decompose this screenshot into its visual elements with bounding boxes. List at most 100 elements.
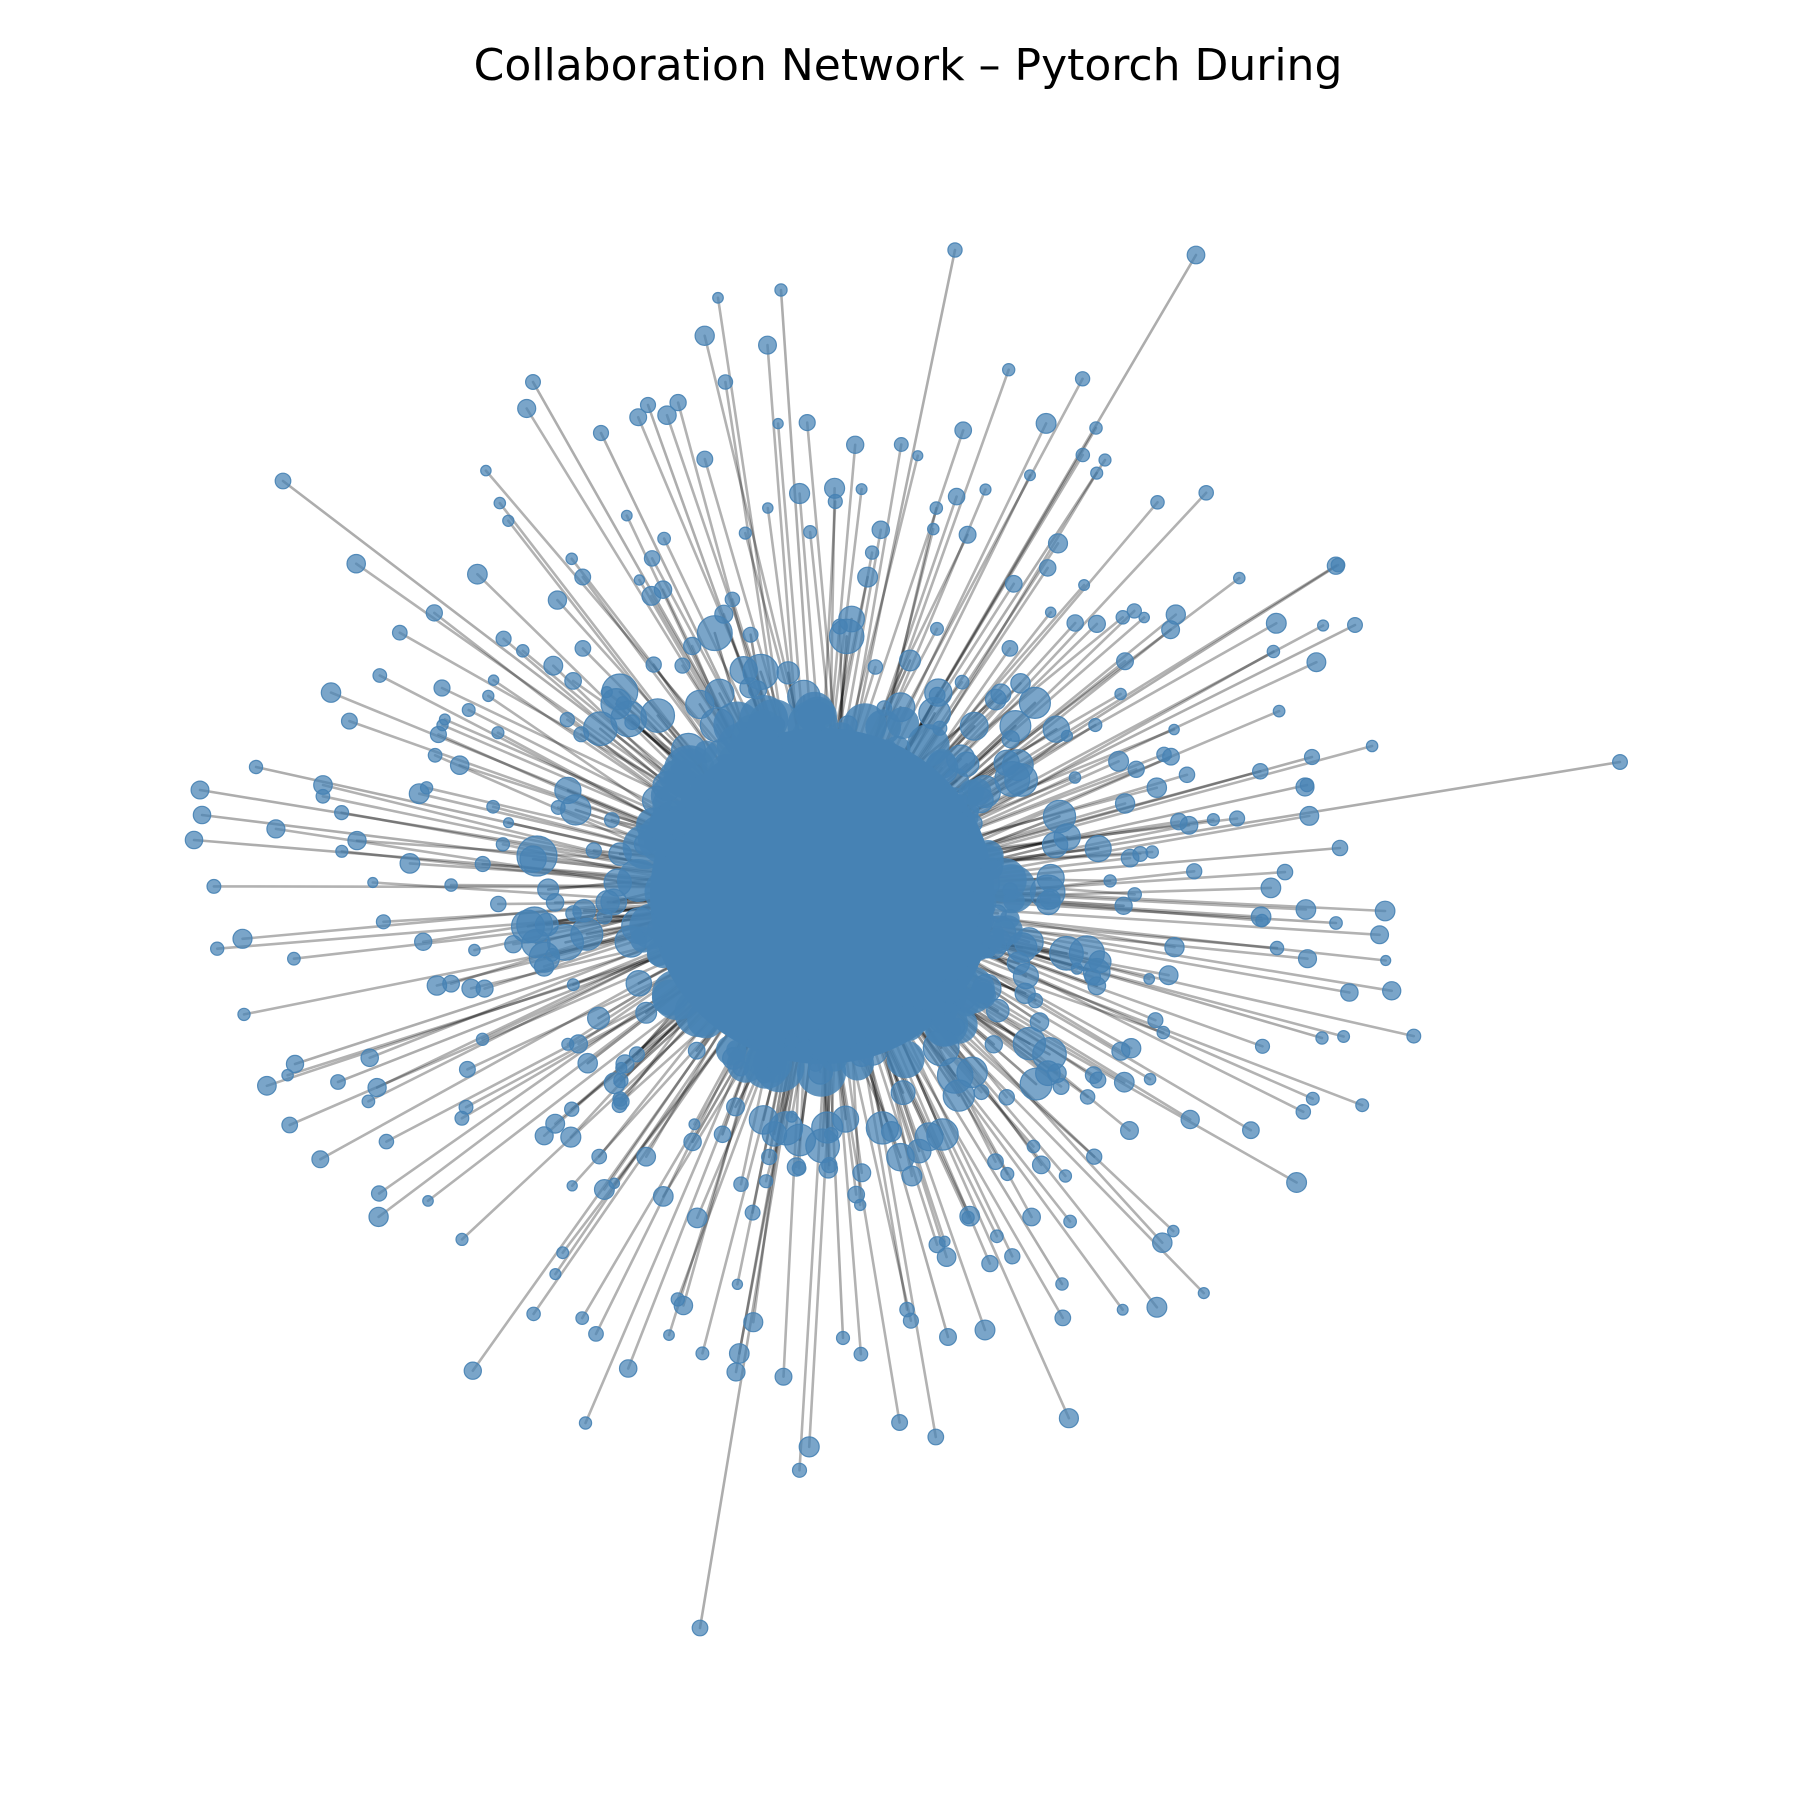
graph-node — [939, 787, 968, 816]
graph-node — [927, 1428, 945, 1446]
graph-node — [603, 812, 620, 828]
graph-node — [1089, 1071, 1107, 1089]
graph-node — [1001, 730, 1020, 749]
graph-node — [989, 904, 1007, 923]
graph-node — [1146, 777, 1168, 798]
graph-node — [724, 591, 741, 608]
graph-node — [463, 1361, 482, 1380]
graph-node — [554, 776, 582, 805]
core-node — [646, 942, 671, 967]
graph-node — [1146, 1296, 1168, 1318]
graph-node — [1114, 793, 1136, 814]
graph-node — [712, 291, 724, 304]
graph-node — [757, 335, 777, 355]
graph-node — [857, 566, 879, 588]
graph-node — [566, 978, 580, 992]
graph-node — [600, 685, 613, 699]
graph-node — [849, 1042, 875, 1067]
graph-node — [311, 1150, 330, 1169]
graph-node — [663, 805, 695, 837]
graph-node — [1113, 1071, 1135, 1093]
graph-node — [1156, 746, 1172, 763]
graph-node — [502, 817, 515, 829]
graph-node — [787, 679, 821, 714]
graph-node — [425, 604, 443, 622]
graph-node — [588, 1325, 604, 1342]
graph-node — [1206, 812, 1221, 827]
graph-node — [1019, 1067, 1053, 1101]
graph-node — [795, 1039, 815, 1059]
graph-node — [1381, 981, 1402, 1001]
core-blob — [650, 728, 994, 1064]
graph-node — [340, 712, 358, 730]
graph-node — [1038, 559, 1057, 577]
core-node — [651, 979, 689, 1016]
graph-node — [1331, 839, 1349, 857]
graph-node — [1355, 1098, 1370, 1113]
graph-node — [547, 590, 568, 610]
graph-node — [1002, 363, 1016, 377]
graph-node — [486, 799, 501, 814]
graph-node — [1276, 863, 1294, 881]
graph-edge — [868, 1034, 939, 1246]
graph-node — [1004, 1248, 1021, 1265]
graph-node — [618, 1359, 638, 1378]
graph-node — [922, 1029, 960, 1067]
graph-node — [657, 531, 671, 546]
graph-node — [758, 1174, 774, 1189]
graph-node — [1060, 729, 1074, 742]
graph-node — [1108, 750, 1130, 772]
graph-node — [838, 715, 858, 735]
graph-edge — [584, 1010, 763, 1425]
graph-node — [645, 656, 662, 673]
graph-node — [876, 700, 893, 716]
graph-node — [399, 853, 421, 874]
graph-node — [653, 580, 673, 599]
graph-node — [586, 1006, 610, 1030]
graph-node — [1158, 965, 1179, 986]
graph-edge — [779, 288, 814, 754]
graph-node — [1088, 950, 1112, 974]
graph-node — [696, 450, 714, 468]
graph-node — [1070, 962, 1084, 975]
graph-node — [391, 624, 408, 641]
graph-node — [776, 661, 800, 685]
graph-node — [954, 674, 970, 690]
graph-node — [864, 545, 880, 560]
graph-node — [502, 514, 515, 528]
graph-node — [192, 805, 212, 825]
graph-edge — [716, 296, 789, 764]
graph-node — [741, 1022, 760, 1042]
graph-node — [313, 775, 333, 795]
graph-node — [361, 1094, 376, 1109]
graph-node — [1012, 962, 1040, 990]
graph-node — [937, 977, 964, 1004]
graph-node — [615, 1054, 635, 1074]
graph-edge — [375, 933, 697, 1089]
graph-node — [1116, 1303, 1129, 1316]
graph-node — [1168, 723, 1180, 736]
graph-node — [748, 1105, 779, 1135]
graph-node — [783, 1123, 817, 1157]
graph-node — [368, 1206, 389, 1228]
graph-node — [378, 1133, 395, 1150]
graph-node — [1164, 937, 1185, 958]
graph-node — [854, 1198, 867, 1212]
graph-node — [633, 832, 657, 856]
graph-node — [1039, 888, 1061, 910]
graph-node — [565, 552, 578, 566]
graph-node — [959, 711, 989, 741]
graph-node — [449, 755, 470, 775]
graph-edge — [336, 941, 694, 1084]
graph-node — [1152, 1232, 1173, 1253]
graph-node — [1297, 949, 1318, 969]
graph-edge — [354, 562, 712, 815]
graph-node — [427, 747, 443, 763]
graph-node — [1000, 1166, 1015, 1182]
graph-node — [1114, 687, 1127, 701]
graph-node — [774, 1367, 793, 1386]
graph-node — [266, 819, 286, 839]
graph-node — [545, 1113, 566, 1134]
graph-edge — [849, 248, 957, 757]
